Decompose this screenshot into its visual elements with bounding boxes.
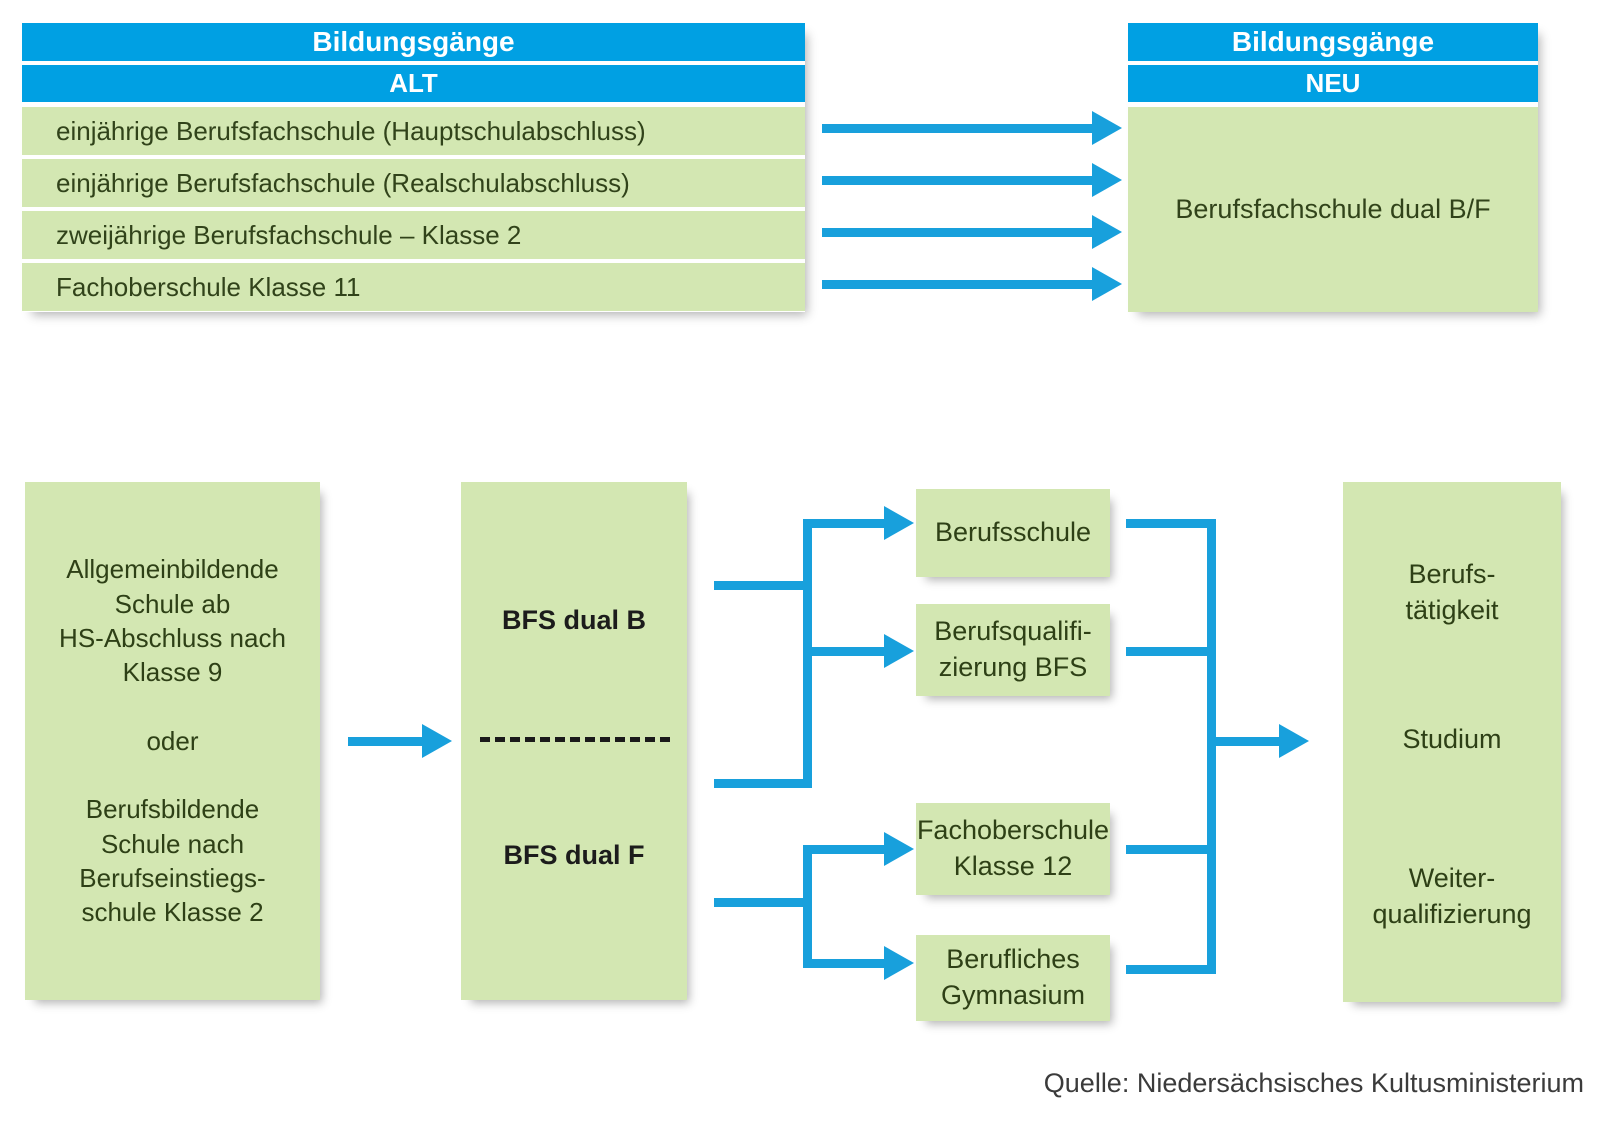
bfs-f-upper-riser [803,581,812,788]
bfs-f-to-gymnasium [803,959,884,968]
old-table-subtitle: ALT [22,65,805,102]
new-table-body: Berufsfachschule dual B/F [1128,107,1538,312]
transition-arrow-head-2 [1092,163,1122,197]
entry-to-bfs-line [348,737,422,746]
source-caption: Quelle: Niedersächsisches Kultusminister… [1043,1068,1584,1098]
entry-box: Allgemeinbildende Schule ab HS-Abschluss… [25,482,320,1000]
merge-from-gymnasium [1126,965,1216,974]
outcome-line-studium: Studium [1402,724,1502,754]
bfs-dual-f-label: BFS dual F [503,840,645,870]
transition-arrow-line-2 [822,176,1092,185]
bfs-f-to-fachoberschule [803,845,884,854]
branch-box-fachoberschule: Fachoberschule Klasse 12 [916,803,1110,895]
outcome-arrowhead [1279,724,1309,758]
new-programs-table: Bildungsgänge NEU Berufsfachschule dual … [1128,23,1538,312]
bfs-f-lower-drop [803,898,812,968]
outcome-box [1343,482,1561,1002]
merge-from-berufsschule [1126,519,1216,528]
branch-box-berufsqualifizierung: Berufsqualifi- zierung BFS [916,604,1110,696]
bfs-b-to-berufsqualifizierung [803,647,884,656]
branch-box-berufsschule: Berufsschule [916,489,1110,577]
transition-arrow-head-3 [1092,215,1122,249]
bfs-b-riser [803,519,812,589]
new-table-title: Bildungsgänge [1128,23,1538,61]
transition-arrow-line-1 [822,124,1092,133]
new-table-subtitle: NEU [1128,65,1538,102]
old-table-row: Fachoberschule Klasse 11 [22,263,805,311]
old-table-row: einjährige Berufsfachschule (Realschulab… [22,159,805,207]
bfs-b-stem [714,581,812,590]
bfs-b-to-berufsschule [803,519,884,528]
merge-from-fachoberschule [1126,845,1216,854]
bfs-f-lower-riser [803,845,812,907]
merge-bus-line [1207,519,1216,974]
old-table-row: zweijährige Berufsfachschule – Klasse 2 [22,211,805,259]
transition-arrow-head-4 [1092,267,1122,301]
bfs-f-lower-stem [714,898,812,907]
transition-arrow-line-3 [822,228,1092,237]
old-table-row: einjährige Berufsfachschule (Hauptschula… [22,107,805,155]
berufsschule-arrowhead [884,506,914,540]
old-table-title: Bildungsgänge [22,23,805,61]
fachoberschule-arrowhead [884,832,914,866]
berufsqualifizierung-arrowhead [884,634,914,668]
outcome-line-berufstaetigkeit: Berufs- tätigkeit [1405,559,1499,625]
branch-box-gymnasium: Berufliches Gymnasium [916,935,1110,1021]
outcome-line-weiterqualifizierung: Weiter- qualifizierung [1372,863,1532,929]
bfs-divider-dashed-line [480,737,670,742]
gymnasium-arrowhead [884,946,914,980]
merge-to-outcome-line [1207,737,1279,746]
bfs-f-upper-stem [714,779,812,788]
merge-from-berufsqualifizierung [1126,647,1216,656]
bfs-dual-b-label: BFS dual B [501,605,646,635]
transition-arrow-line-4 [822,280,1092,289]
old-programs-table: Bildungsgänge ALT einjährige Berufsfachs… [22,23,805,312]
transition-arrow-head-1 [1092,111,1122,145]
entry-to-bfs-arrowhead [422,724,452,758]
